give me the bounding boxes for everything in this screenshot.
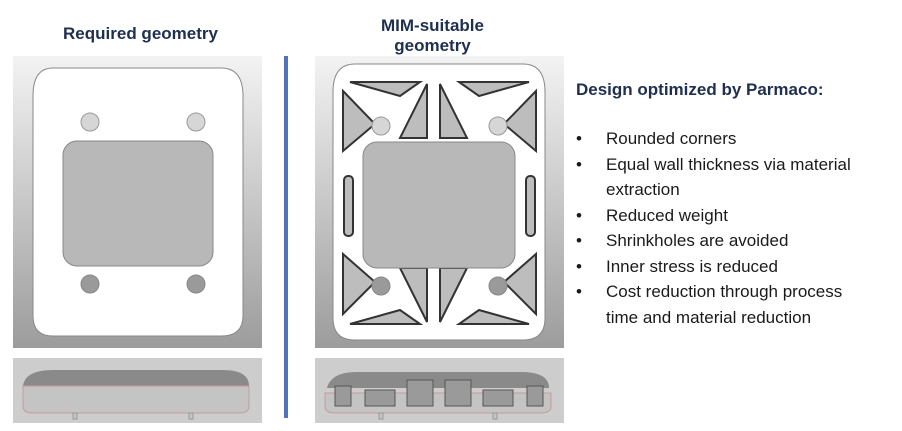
bullet-icon: • [576,129,582,148]
required-geometry-side-view [13,358,262,423]
bullet-icon: • [576,205,582,225]
mim-geometry-top-view [315,56,564,348]
bullet-icon: • [576,282,582,301]
vertical-divider [284,56,288,418]
benefit-item: • Shrinkholes are avoided [576,228,896,254]
benefit-text: Rounded corners [606,129,737,148]
benefit-item: • Rounded corners [576,126,896,152]
benefit-text: Cost reduction through process [606,282,843,301]
benefits-heading: Design optimized by Parmaco: [576,80,824,99]
benefits-list: • Rounded corners • Equal wall thickness v… [576,126,896,330]
benefit-item: • Cost reduction through process time and … [576,279,896,330]
bullet-icon: • [576,231,582,250]
benefit-text-cont: extraction [606,180,680,199]
benefit-item: • Equal wall thickness via material extrac… [576,152,896,203]
benefit-text: Shrinkholes are avoided [606,231,789,250]
benefit-text-cont: time and material reduction [606,307,812,327]
mim-title-line1: MIM-suitable [381,16,484,35]
mim-geometry-side-view [315,358,564,423]
benefit-text: Reduced weight [606,205,728,225]
benefit-item: • Inner stress is reduced [576,254,896,280]
benefit-item: • Reduced weight [576,203,896,229]
required-geometry-title: Required geometry [63,24,218,43]
mim-title-line2: geometry [394,36,471,55]
required-geometry-top-view [13,56,262,348]
mim-geometry-title: MIM-suitable geometry [300,16,565,56]
benefit-text: Equal wall thickness via material [606,154,851,174]
bullet-icon: • [576,154,582,174]
bullet-icon: • [576,256,582,276]
benefit-text: Inner stress is reduced [606,256,778,276]
